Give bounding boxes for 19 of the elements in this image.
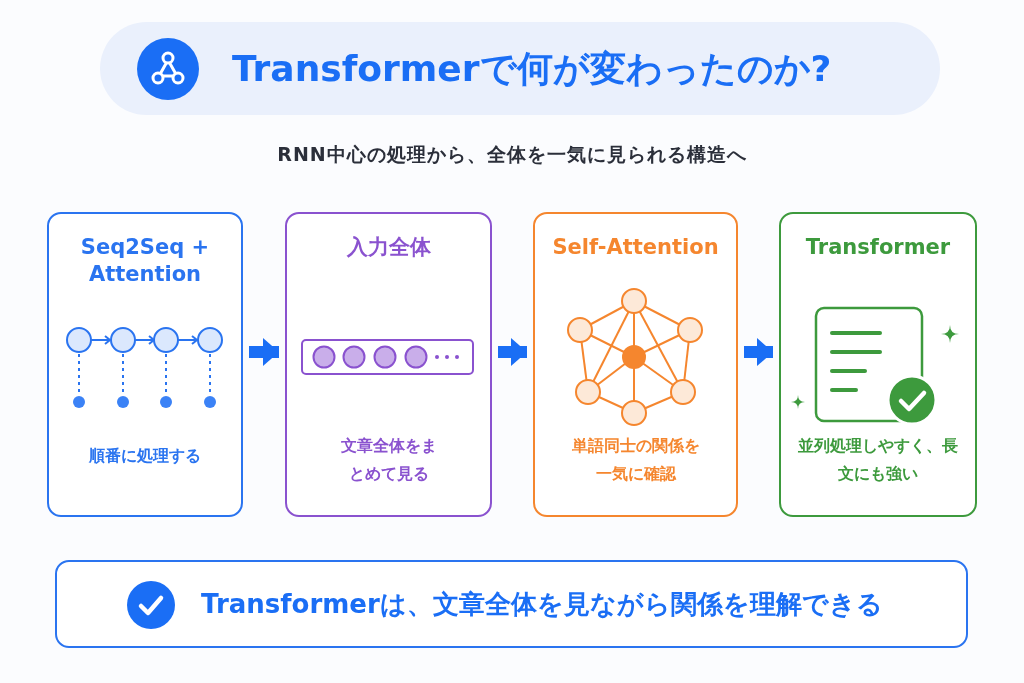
- step-card: [285, 212, 492, 517]
- card-description: 単語同士の関係を一気に確認: [570, 435, 701, 485]
- title: Transformerで何が変わったのか?: [232, 47, 832, 91]
- subtitle: RNN中心の処理から、全体を一気に見られる構造へ: [276, 142, 748, 167]
- card-heading: Transformer: [804, 234, 952, 261]
- card-heading: Self-Attention: [551, 234, 720, 261]
- arrow: [498, 338, 527, 366]
- step-card: [533, 212, 738, 517]
- card-description: 文章全体をまとめて見る: [339, 435, 438, 485]
- card-description: 順番に処理する: [88, 445, 202, 467]
- summary-banner: [55, 560, 968, 648]
- summary-text: Transformerは、文章全体を見ながら関係を理解できる: [201, 588, 883, 621]
- card-heading: 入力全体: [345, 234, 432, 261]
- card-heading: Seq2Seq + Attention: [79, 234, 211, 289]
- arrow: [249, 338, 279, 366]
- card-description: 並列処理しやすく、長文にも強い: [798, 435, 958, 485]
- step-card: [47, 212, 243, 517]
- step-card: [779, 212, 977, 517]
- arrow: [744, 338, 773, 366]
